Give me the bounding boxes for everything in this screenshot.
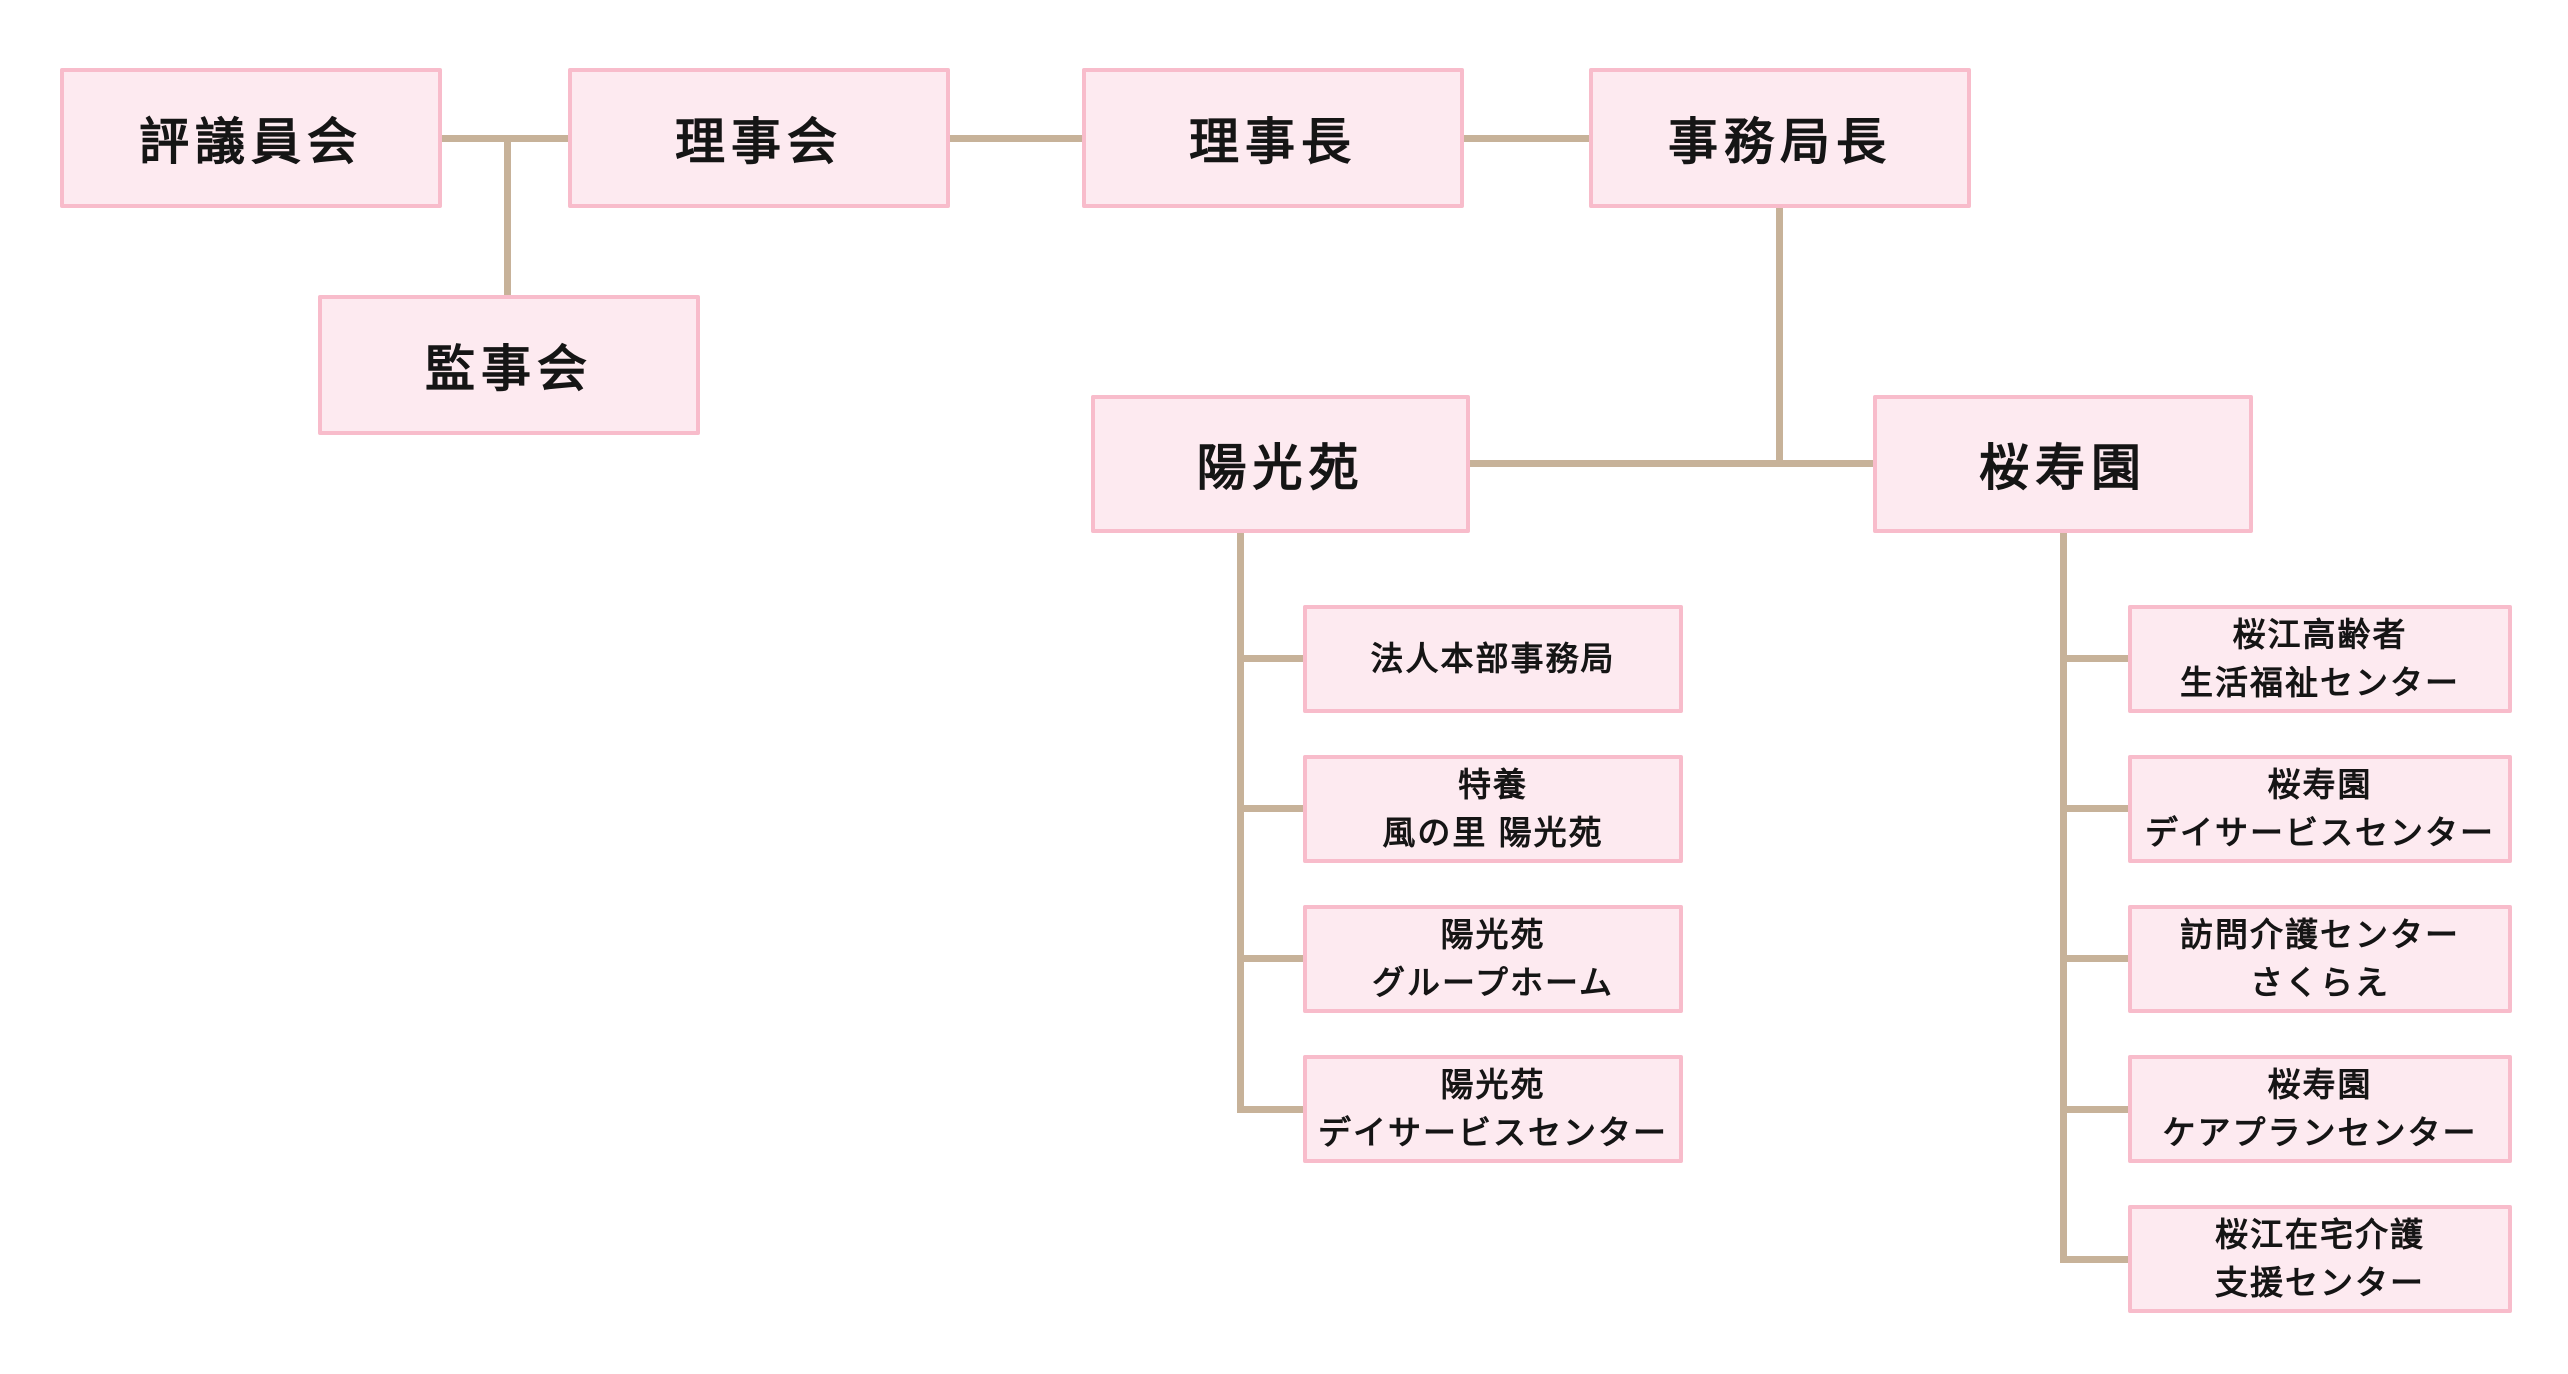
org-node-right-child-0: 桜江高齢者 生活福祉センター [2128, 605, 2512, 713]
connector-rijikai-rijicho [950, 135, 1082, 142]
connector-ojuen-stub-4 [2060, 1256, 2130, 1263]
org-node-label: 監事会 [425, 341, 593, 397]
org-node-left-child-0: 法人本部事務局 [1303, 605, 1683, 713]
org-node-right-child-1: 桜寿園 デイサービスセンター [2128, 755, 2512, 863]
org-node-right-child-3: 桜寿園 ケアプランセンター [2128, 1055, 2512, 1163]
org-node-jimukyokucho: 事務局長 [1589, 68, 1971, 208]
org-node-label-line1: 桜寿園 [2267, 1066, 2373, 1104]
org-node-label-line1: 桜寿園 [2267, 766, 2373, 804]
org-node-label-line2: さくらえ [2250, 964, 2390, 1001]
org-node-label-line1: 訪問介護センター [2180, 916, 2460, 954]
connector-ojuen-trunk [2060, 531, 2067, 1263]
org-node-label-line1: 特養 [1458, 766, 1528, 804]
org-node-rijicho: 理事長 [1082, 68, 1464, 208]
connector-rijicho-jimukyokucho [1464, 135, 1589, 142]
connector-ojuen-stub-1 [2060, 805, 2130, 812]
connector-yokoen-stub-2 [1237, 955, 1305, 962]
org-node-label-line1: 法人本部事務局 [1370, 640, 1616, 678]
org-node-right-child-2: 訪問介護センター さくらえ [2128, 905, 2512, 1013]
connector-ojuen-stub-2 [2060, 955, 2130, 962]
org-node-label-line1: 陽光苑 [1440, 916, 1546, 954]
connector-yokoen-stub-0 [1237, 655, 1305, 662]
org-node-label: 事務局長 [1668, 114, 1892, 170]
org-node-left-child-3: 陽光苑 デイサービスセンター [1303, 1055, 1683, 1163]
connector-yokoen-stub-1 [1237, 805, 1305, 812]
org-node-label: 理事長 [1189, 114, 1357, 170]
org-node-hyogiinkai: 評議員会 [60, 68, 442, 208]
org-node-label-line1: 桜江高齢者 [2232, 616, 2408, 654]
org-node-label-line1: 桜江在宅介護 [2215, 1216, 2425, 1254]
org-node-label-line1: 陽光苑 [1440, 1066, 1546, 1104]
org-node-label-line2: デイサービスセンター [2145, 814, 2495, 851]
org-node-label-line2: 風の里 陽光苑 [1382, 814, 1604, 851]
org-node-kanjikai: 監事会 [318, 295, 700, 435]
org-node-label-line2: 支援センター [2215, 1264, 2425, 1301]
connector-yokoen-stub-3 [1237, 1106, 1305, 1113]
org-node-label: 陽光苑 [1196, 440, 1365, 496]
connector-ojuen-stub-0 [2060, 655, 2130, 662]
org-node-right-child-4: 桜江在宅介護 支援センター [2128, 1205, 2512, 1313]
org-node-rijikai: 理事会 [568, 68, 950, 208]
connector-yokoen-trunk [1237, 531, 1244, 1113]
org-node-label-line2: ケアプランセンター [2162, 1114, 2478, 1151]
org-node-label: 桜寿園 [1979, 440, 2147, 496]
connector-drop-kanjikai [504, 135, 511, 295]
connector-yokoen-ojuen [1468, 460, 1873, 467]
org-node-left-child-2: 陽光苑 グループホーム [1303, 905, 1683, 1013]
org-node-label-line2: グループホーム [1371, 964, 1615, 1001]
org-node-label: 評議員会 [139, 114, 363, 170]
org-node-ojuen: 桜寿園 [1873, 395, 2253, 533]
connector-drop-jimukyokucho [1776, 208, 1783, 467]
org-node-label-line2: デイサービスセンター [1318, 1114, 1668, 1151]
org-node-label-line2: 生活福祉センター [2180, 664, 2460, 701]
org-node-yokoen: 陽光苑 [1091, 395, 1470, 533]
org-node-label: 理事会 [675, 114, 843, 170]
org-node-left-child-1: 特養 風の里 陽光苑 [1303, 755, 1683, 863]
connector-ojuen-stub-3 [2060, 1106, 2130, 1113]
